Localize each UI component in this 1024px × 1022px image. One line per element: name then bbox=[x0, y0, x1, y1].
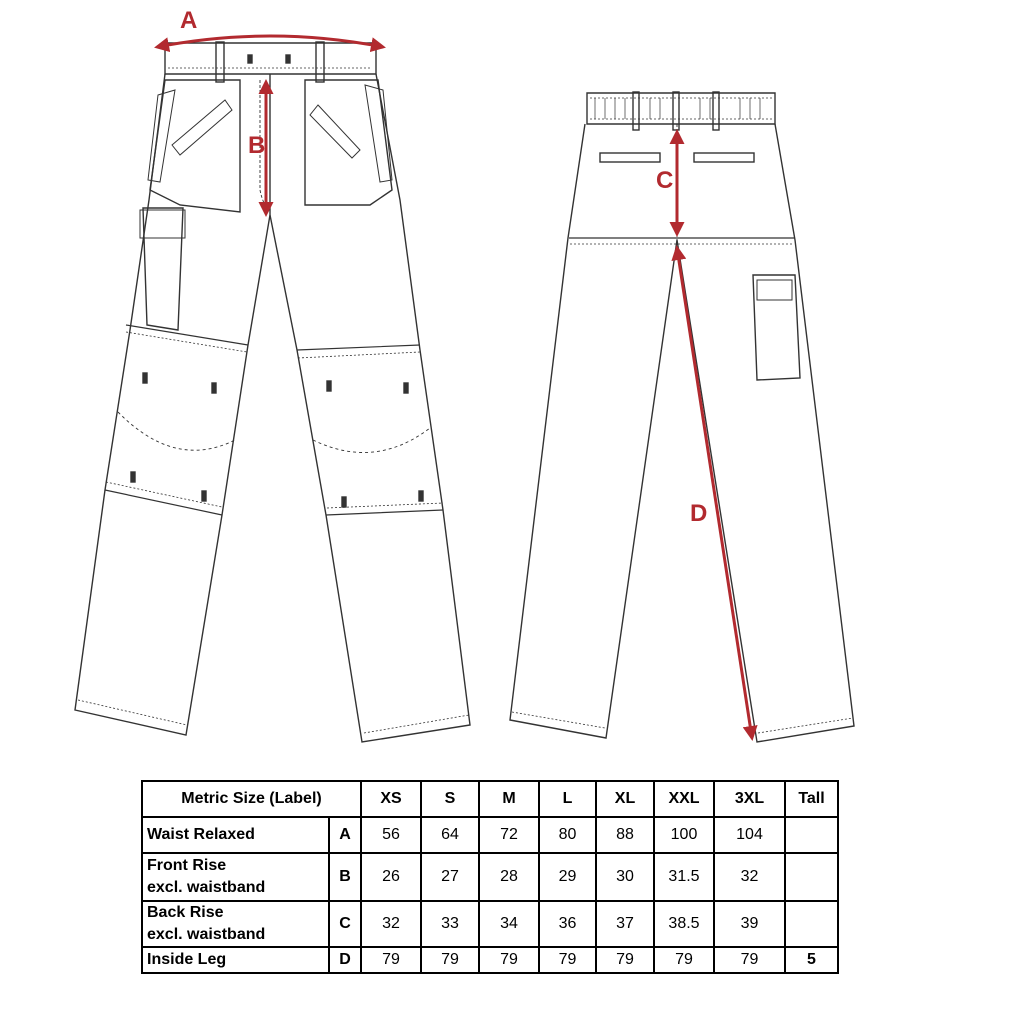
front-left-leg bbox=[74, 73, 271, 736]
label-a: A bbox=[180, 7, 197, 34]
front-waistband bbox=[164, 42, 377, 75]
cell-value: 36 bbox=[538, 900, 597, 948]
cell-value: 28 bbox=[478, 852, 540, 902]
header-size: XXL bbox=[653, 780, 715, 818]
cell-value: 33 bbox=[420, 900, 480, 948]
cell-value: 37 bbox=[595, 900, 655, 948]
cell-value: 29 bbox=[538, 852, 597, 902]
cell-value: 72 bbox=[478, 816, 540, 854]
cell-value: 79 bbox=[538, 946, 597, 974]
header-size: L bbox=[538, 780, 597, 818]
header-size: 3XL bbox=[713, 780, 786, 818]
table-row: Waist Relaxed A 56 64 72 80 88 100 104 bbox=[141, 816, 839, 854]
row-code: A bbox=[328, 816, 362, 854]
front-right-leg bbox=[269, 73, 471, 743]
header-size: S bbox=[420, 780, 480, 818]
cell-value: 104 bbox=[713, 816, 786, 854]
header-size: M bbox=[478, 780, 540, 818]
cell-value: 32 bbox=[713, 852, 786, 902]
arrow-a-waist bbox=[154, 34, 386, 53]
cell-value: 31.5 bbox=[653, 852, 715, 902]
measurement-arrows bbox=[154, 34, 758, 741]
label-c: C bbox=[656, 167, 673, 194]
back-view-pants bbox=[509, 91, 855, 743]
label-b: B bbox=[248, 132, 265, 159]
header-size: XS bbox=[360, 780, 422, 818]
label-d: D bbox=[690, 500, 707, 527]
cell-value: 79 bbox=[653, 946, 715, 974]
row-code: D bbox=[328, 946, 362, 974]
cell-value bbox=[784, 852, 839, 902]
cell-value: 88 bbox=[595, 816, 655, 854]
cell-value: 5 bbox=[784, 946, 839, 974]
row-code: C bbox=[328, 900, 362, 948]
cell-value bbox=[784, 816, 839, 854]
cell-value: 79 bbox=[713, 946, 786, 974]
header-metric-size: Metric Size (Label) bbox=[141, 780, 362, 818]
cell-value: 38.5 bbox=[653, 900, 715, 948]
cell-value: 100 bbox=[653, 816, 715, 854]
cell-value: 80 bbox=[538, 816, 597, 854]
header-size: Tall bbox=[784, 780, 839, 818]
row-code: B bbox=[328, 852, 362, 902]
row-name: Waist Relaxed bbox=[141, 816, 330, 854]
cell-value: 79 bbox=[360, 946, 422, 974]
table-header-row: Metric Size (Label) XS S M L XL XXL 3XL … bbox=[141, 780, 839, 818]
cell-value: 79 bbox=[478, 946, 540, 974]
cell-value: 64 bbox=[420, 816, 480, 854]
row-name: Inside Leg bbox=[141, 946, 330, 974]
cell-value: 79 bbox=[420, 946, 480, 974]
cell-value: 27 bbox=[420, 852, 480, 902]
header-size: XL bbox=[595, 780, 655, 818]
front-view-pants bbox=[74, 41, 471, 743]
arrow-d-inside-leg bbox=[671, 245, 758, 741]
cell-value: 39 bbox=[713, 900, 786, 948]
size-chart-table: Metric Size (Label) XS S M L XL XXL 3XL … bbox=[141, 780, 839, 974]
cell-value bbox=[784, 900, 839, 948]
cell-value: 34 bbox=[478, 900, 540, 948]
cell-value: 32 bbox=[360, 900, 422, 948]
trouser-technical-drawing: A B C D bbox=[74, 7, 855, 743]
cell-value: 30 bbox=[595, 852, 655, 902]
table-row: Inside Leg D 79 79 79 79 79 79 79 5 bbox=[141, 946, 839, 974]
cell-value: 56 bbox=[360, 816, 422, 854]
cell-value: 26 bbox=[360, 852, 422, 902]
cell-value: 79 bbox=[595, 946, 655, 974]
